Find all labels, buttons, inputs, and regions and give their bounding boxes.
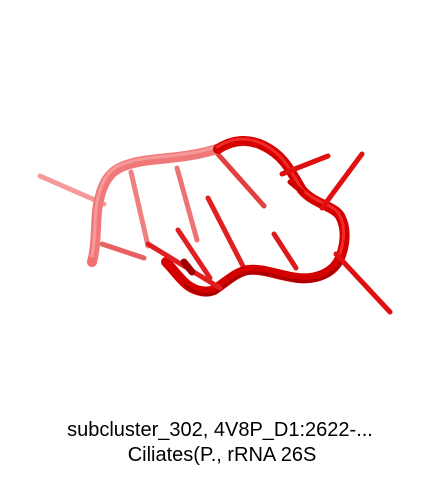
base-sticks-front [145,151,393,315]
rna-structure-render [37,136,393,315]
backbone [87,136,350,297]
strand-end-cap [87,257,97,267]
caption-line-1: subcluster_302, 4V8P_D1:2622-... [67,419,373,441]
base-sticks-back [37,149,299,281]
caption-line-2: Ciliates(P., rRNA 26S [127,444,317,466]
structure-caption: subcluster_302, 4V8P_D1:2622-... Ciliate… [0,418,440,468]
